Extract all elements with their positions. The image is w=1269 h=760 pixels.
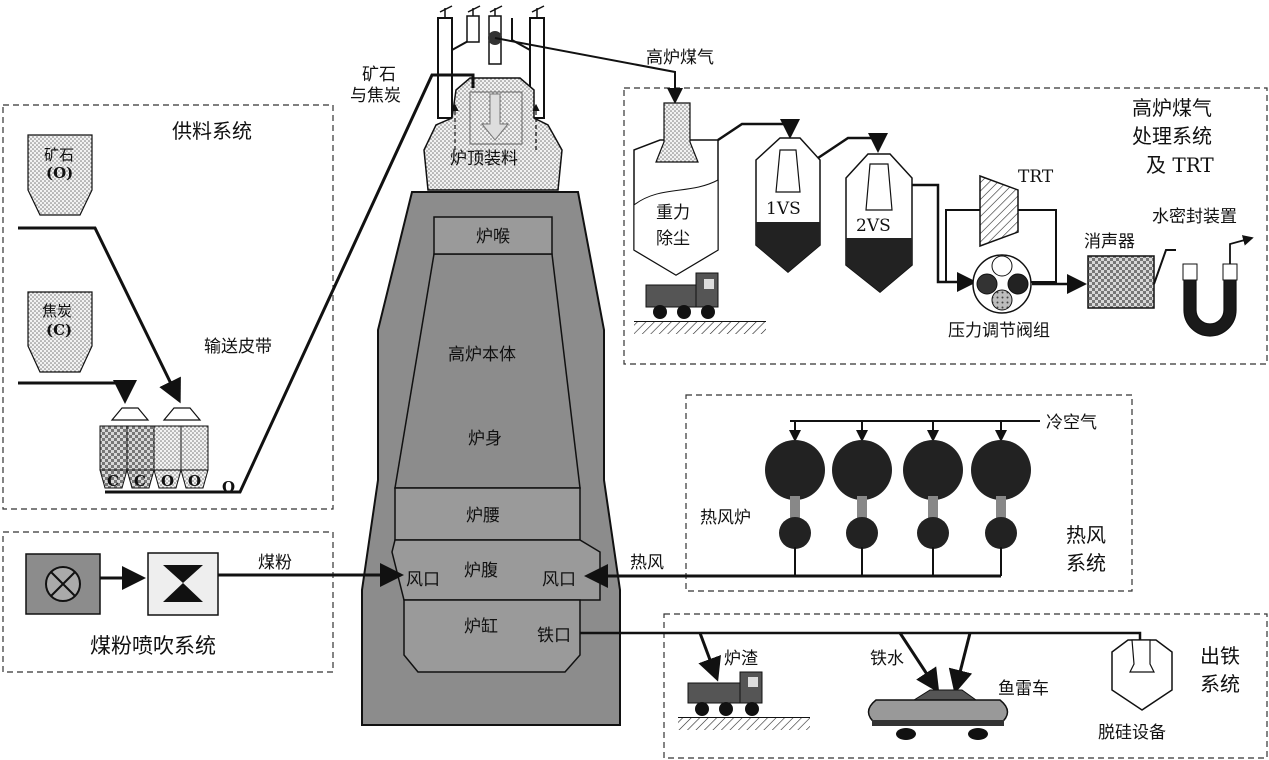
trt-turbine — [979, 174, 1019, 248]
blast-furnace: 炉顶装料 炉喉 高炉本体 炉身 炉腰 炉腹 炉缸 风口 风口 铁口 — [361, 5, 621, 726]
gas-system-label-3: 及 TRT — [1146, 153, 1214, 177]
furnace-hearth-label: 炉缸 — [464, 616, 498, 637]
cold-air-label: 冷空气 — [1046, 413, 1097, 433]
pci-system-label: 煤粉喷吹系统 — [90, 634, 216, 658]
water-seal-label: 水密封装置 — [1152, 207, 1237, 227]
coke-belt — [18, 380, 137, 404]
waist-zone — [394, 487, 581, 541]
tuyere-right-label: 风口 — [542, 570, 576, 590]
water-seal — [1183, 267, 1237, 337]
coke-bin — [27, 291, 93, 373]
main-conveyor — [105, 73, 475, 494]
molten-iron-label: 铁水 — [870, 649, 904, 669]
pci-system-box — [2, 531, 334, 673]
hearth-zone — [403, 599, 581, 673]
tapping-system-box — [663, 613, 1268, 759]
vs1-label: 1VS — [766, 199, 801, 219]
conveyor-belt-label: 输送皮带 — [204, 337, 272, 357]
gas-system-label-2: 处理系统 — [1132, 124, 1212, 148]
silencer-label: 消声器 — [1084, 232, 1135, 252]
pulverized-coal-label: 煤粉 — [258, 553, 292, 573]
throat-zone — [433, 216, 553, 255]
coke-bin-symbol: (C) — [46, 321, 72, 339]
furnace-shaft-label: 炉身 — [468, 429, 502, 449]
bf-gas-pipe — [494, 37, 683, 104]
pressure-valve-group — [972, 254, 1032, 314]
hot-blast-system-label-1: 热风 — [1066, 523, 1106, 547]
injection-valve-icon — [163, 565, 203, 602]
slag-label: 炉渣 — [724, 649, 758, 669]
desilication-equipment — [1111, 639, 1173, 711]
hopper-o2-label: O — [188, 472, 201, 490]
tap-hole-label: 铁口 — [537, 626, 571, 646]
hot-stoves — [765, 421, 1031, 576]
ore-bin — [27, 134, 93, 216]
tapping-system-label-1: 出铁 — [1200, 644, 1240, 668]
torpedo-car — [867, 689, 1009, 740]
hopper-c2-label: C — [134, 472, 146, 490]
bf-gas-label: 高炉煤气 — [646, 48, 714, 68]
supply-system-label: 供料系统 — [172, 119, 252, 143]
uptake-left — [437, 17, 453, 119]
iron-runner — [580, 631, 1142, 640]
hopper-o1-label: O — [161, 472, 174, 490]
ore-coke-label-top: 矿石 — [362, 65, 396, 85]
silencer — [1087, 255, 1155, 309]
furnace-throat-label: 炉喉 — [476, 227, 510, 247]
ore-bin-name: 矿石 — [44, 146, 74, 164]
hot-blast-system-label-2: 系统 — [1066, 551, 1106, 575]
ore-belt — [18, 226, 181, 404]
supply-system-box — [2, 104, 334, 510]
hot-blast-system-box — [685, 394, 1133, 592]
gravity-dust-label-2: 除尘 — [656, 229, 690, 249]
dust-truck — [634, 272, 766, 334]
hot-blast-label: 热风 — [630, 553, 664, 573]
hopper-c1-label: C — [107, 472, 119, 490]
hot-stove-label: 热风炉 — [700, 508, 751, 528]
gas-system-label-1: 高炉煤气 — [1132, 96, 1212, 120]
furnace-waist-label: 炉腰 — [466, 506, 500, 526]
gas-system-box — [623, 87, 1268, 365]
furnace-bosh-label: 炉腹 — [464, 561, 498, 581]
torpedo-car-label: 鱼雷车 — [998, 679, 1049, 699]
bosh-zone — [391, 539, 601, 601]
pressure-valve-label: 压力调节阀组 — [948, 321, 1050, 341]
tapping-system-label-2: 系统 — [1200, 672, 1240, 696]
furnace-body-label: 高炉本体 — [448, 345, 516, 365]
ore-bin-symbol: (O) — [46, 164, 73, 182]
vs2-label: 2VS — [856, 216, 891, 236]
ore-coke-label-bottom: 与焦炭 — [350, 86, 401, 106]
trt-label: TRT — [1018, 167, 1054, 187]
slag-truck — [678, 671, 810, 730]
gravity-dust-label-1: 重力 — [656, 203, 690, 223]
weigh-hoppers — [99, 407, 209, 489]
tuyere-left-label: 风口 — [406, 570, 440, 590]
desilication-label: 脱硅设备 — [1098, 723, 1166, 743]
coke-bin-name: 焦炭 — [42, 302, 72, 320]
furnace-top-charging-label: 炉顶装料 — [450, 149, 518, 169]
